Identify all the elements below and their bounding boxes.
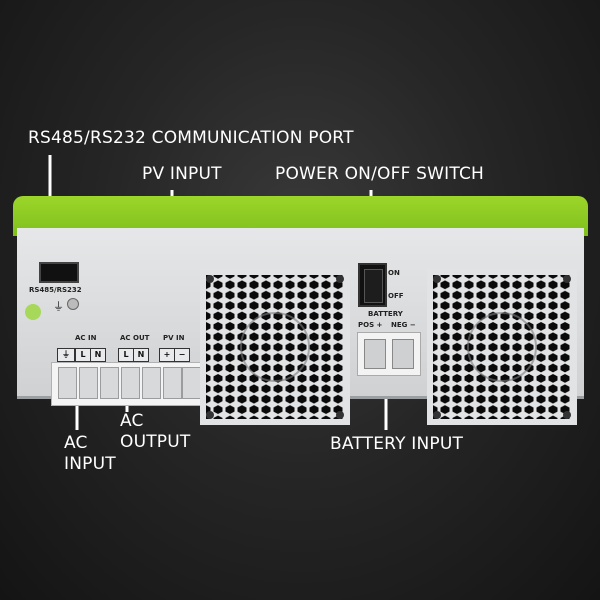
power-switch-callout: POWER ON/OFF SWITCH (275, 164, 485, 184)
terminal-ac-out-l[interactable] (121, 367, 140, 399)
ac-out-l-label: L (118, 348, 134, 362)
terminal-block[interactable] (51, 362, 201, 406)
ac-output-callout-line1: AC (120, 411, 144, 431)
right-screw-br (563, 411, 571, 419)
terminal-pv-minus[interactable] (182, 367, 201, 399)
battery-input-callout: BATTERY INPUT (330, 434, 464, 454)
pv-minus-label: − (174, 348, 190, 362)
right-screw-tr (563, 275, 571, 283)
left-screw-bl (206, 411, 214, 419)
battery-pos-label: POS + (358, 321, 383, 329)
earth-symbol-icon: ⏚ (57, 348, 75, 362)
inverter-device: RS485/RS232 ⏚ AC IN AC OUT PV IN ⏚ L N L… (13, 196, 588, 425)
pv-input-callout: PV INPUT (142, 164, 222, 184)
right-screw-tl (433, 275, 441, 283)
ac-output-callout-line2: OUTPUT (120, 432, 191, 452)
power-switch[interactable] (358, 263, 387, 307)
right-screw-bl (433, 411, 441, 419)
battery-terminal-block[interactable] (357, 332, 421, 376)
comm-port-callout: RS485/RS232 COMMUNICATION PORT (28, 128, 354, 148)
battery-terminal-neg[interactable] (392, 339, 414, 369)
ac-input-callout-line1: AC (64, 433, 88, 453)
battery-neg-label: NEG − (391, 321, 416, 329)
left-screw-tr (336, 275, 344, 283)
comm-port[interactable] (39, 262, 79, 283)
sticker (25, 304, 41, 320)
pv-plus-label: + (159, 348, 175, 362)
terminal-pv-plus[interactable] (163, 367, 182, 399)
battery-terminal-pos[interactable] (364, 339, 386, 369)
right-fan-grille (427, 269, 577, 425)
switch-on-label: ON (388, 269, 400, 277)
left-fan-grille (200, 269, 350, 425)
ground-icon: ⏚ (53, 300, 64, 313)
terminal-ac-in-n[interactable] (100, 367, 119, 399)
ac-out-n-label: N (133, 348, 149, 362)
pv-in-label: PV IN (163, 334, 185, 342)
rear-panel: RS485/RS232 ⏚ AC IN AC OUT PV IN ⏚ L N L… (17, 228, 584, 425)
ac-in-l-label: L (75, 348, 91, 362)
ac-in-label: AC IN (75, 334, 97, 342)
ac-input-callout-line2: INPUT (64, 454, 116, 474)
port-label: RS485/RS232 (29, 286, 82, 294)
ground-screw (67, 298, 79, 310)
ac-in-n-label: N (90, 348, 106, 362)
left-screw-br (336, 411, 344, 419)
ac-out-label: AC OUT (120, 334, 150, 342)
switch-off-label: OFF (388, 292, 404, 300)
battery-label: BATTERY (368, 310, 403, 318)
terminal-ac-out-n[interactable] (142, 367, 161, 399)
terminal-ac-in-l[interactable] (79, 367, 98, 399)
terminal-earth[interactable] (58, 367, 77, 399)
left-screw-tl (206, 275, 214, 283)
power-switch-rocker (364, 269, 383, 303)
